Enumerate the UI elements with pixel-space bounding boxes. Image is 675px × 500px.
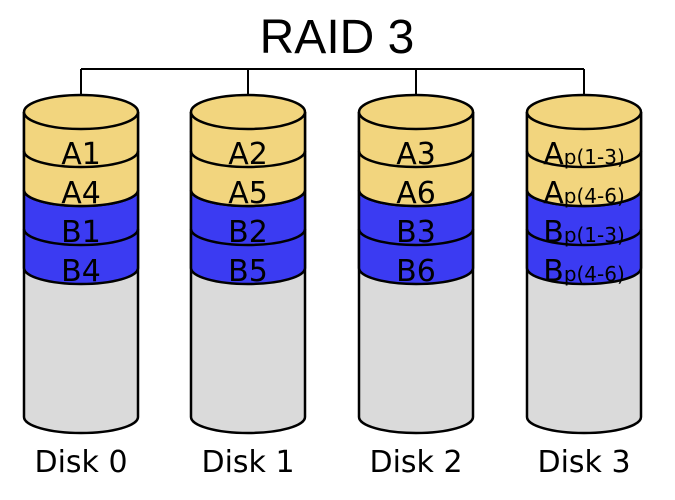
block-label: A4 xyxy=(61,176,101,211)
band-separator-arc xyxy=(525,228,643,247)
block-label: Ap(4-6) xyxy=(543,176,625,211)
block-label: B6 xyxy=(396,254,436,289)
block-label-main: B1 xyxy=(61,215,101,250)
band-separator-arc xyxy=(22,228,140,247)
disk-top-ellipse xyxy=(189,93,307,131)
block-label: Bp(4-6) xyxy=(543,254,625,289)
band-separator-arc xyxy=(525,150,643,169)
band-separator-arc xyxy=(189,228,307,247)
block-label: Bp(1-3) xyxy=(543,215,625,250)
disk-top-ellipse xyxy=(357,93,475,131)
block-label-sub: p(1-3) xyxy=(564,145,625,169)
band-separator-arc xyxy=(357,228,475,247)
block-label-main: B2 xyxy=(228,215,268,250)
block-label: B4 xyxy=(61,254,101,289)
disk-top-ellipse xyxy=(22,93,140,131)
band-separator-arc xyxy=(189,150,307,169)
block-label-main: A xyxy=(543,176,564,211)
disk-3: Ap(1-3)Ap(4-6)Bp(1-3)Bp(4-6)Disk 3 xyxy=(525,93,643,480)
bus-line xyxy=(80,68,585,109)
disk-label: Disk 1 xyxy=(201,445,294,480)
block-label-main: B xyxy=(543,215,564,250)
block-label: B2 xyxy=(228,215,268,250)
block-label-sub: p(4-6) xyxy=(564,184,625,208)
block-label-sub: p(1-3) xyxy=(564,223,625,247)
block-label-sub: p(4-6) xyxy=(564,262,625,286)
band-separator-arc xyxy=(22,150,140,169)
block-label-main: B5 xyxy=(228,254,268,289)
block-label: A3 xyxy=(396,137,436,172)
block-label-main: A5 xyxy=(228,176,268,211)
block-label-main: A2 xyxy=(228,137,268,172)
block-label-main: A xyxy=(543,137,564,172)
block-label: A6 xyxy=(396,176,436,211)
block-label: B5 xyxy=(228,254,268,289)
block-label-main: B6 xyxy=(396,254,436,289)
block-label: A2 xyxy=(228,137,268,172)
disk-label: Disk 3 xyxy=(537,445,630,480)
band-separator-arc xyxy=(357,150,475,169)
block-label-main: A1 xyxy=(61,137,101,172)
block-label-main: B4 xyxy=(61,254,101,289)
bus-lines xyxy=(80,68,585,109)
block-label-main: A3 xyxy=(396,137,436,172)
disk-label: Disk 2 xyxy=(369,445,462,480)
block-label-main: B xyxy=(543,254,564,289)
diagram-title: RAID 3 xyxy=(260,11,415,64)
block-label-main: A6 xyxy=(396,176,436,211)
disk-label: Disk 0 xyxy=(34,445,127,480)
block-label: A5 xyxy=(228,176,268,211)
block-label: B3 xyxy=(396,215,436,250)
block-label-main: B3 xyxy=(396,215,436,250)
block-label: B1 xyxy=(61,215,101,250)
block-label: Ap(1-3) xyxy=(543,137,625,172)
block-label-main: A4 xyxy=(61,176,101,211)
block-label: A1 xyxy=(61,137,101,172)
disk-top-ellipse xyxy=(525,93,643,131)
